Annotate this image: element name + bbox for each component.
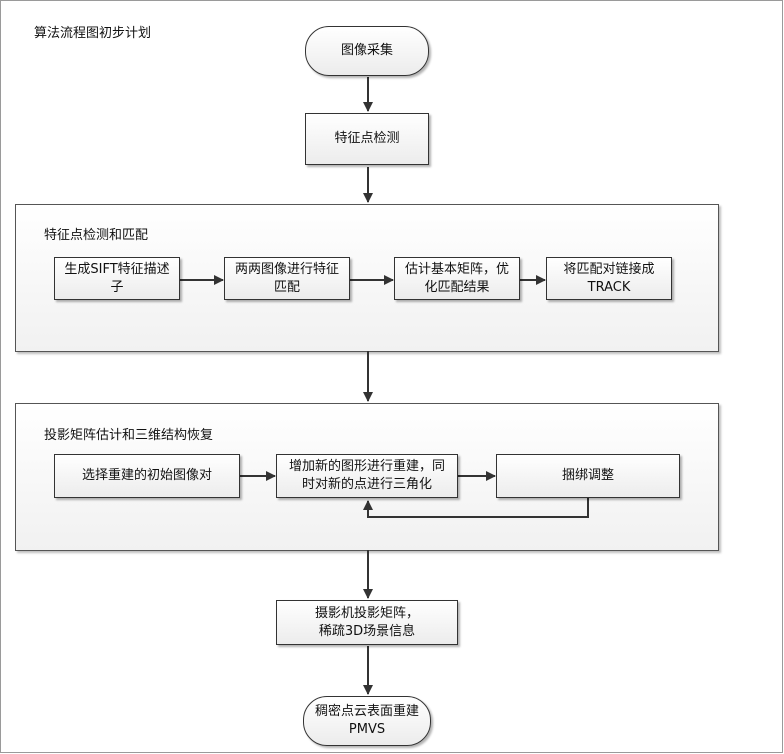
step-link-tracks: 将匹配对链接成 TRACK [546, 257, 672, 300]
step-dense-reconstruction-label: 稠密点云表面重建 PMVS [314, 704, 419, 737]
step-add-images: 增加新的图形进行重建，同 时对新的点进行三角化 [276, 454, 458, 498]
step-link-tracks-label: 将匹配对链接成 TRACK [563, 261, 655, 295]
step-feature-detection: 特征点检测 [305, 113, 429, 165]
step-dense-reconstruction: 稠密点云表面重建 PMVS [303, 696, 431, 746]
step-initial-pair: 选择重建的初始图像对 [54, 454, 240, 498]
step-feature-detection-label: 特征点检测 [334, 131, 400, 146]
step-add-images-label: 增加新的图形进行重建，同 时对新的点进行三角化 [288, 459, 445, 492]
step-bundle-adjustment: 捆绑调整 [496, 454, 680, 498]
group-reconstruction-label: 投影矩阵估计和三维结构恢复 [44, 428, 214, 443]
step-fundamental-matrix: 估计基本矩阵，优 化匹配结果 [394, 257, 520, 300]
diagram-title: 算法流程图初步计划 [34, 26, 152, 41]
step-camera-matrices-label: 摄影机投影矩阵， 稀疏3D场景信息 [314, 605, 419, 639]
step-sift-descriptor: 生成SIFT特征描述 子 [54, 257, 180, 300]
step-initial-pair-label: 选择重建的初始图像对 [81, 468, 212, 483]
step-sift-descriptor-label: 生成SIFT特征描述 子 [64, 261, 170, 295]
step-image-capture-label: 图像采集 [340, 43, 393, 58]
step-bundle-adjustment-label: 捆绑调整 [561, 468, 614, 483]
group-feature-matching-label: 特征点检测和匹配 [44, 228, 149, 243]
step-camera-matrices: 摄影机投影矩阵， 稀疏3D场景信息 [276, 600, 458, 645]
step-image-capture: 图像采集 [305, 26, 429, 76]
step-fundamental-matrix-label: 估计基本矩阵，优 化匹配结果 [404, 261, 509, 295]
step-pairwise-matching-label: 两两图像进行特征 匹配 [234, 261, 339, 295]
step-pairwise-matching: 两两图像进行特征 匹配 [224, 257, 350, 300]
arrow-bundle-feedback [363, 498, 589, 518]
